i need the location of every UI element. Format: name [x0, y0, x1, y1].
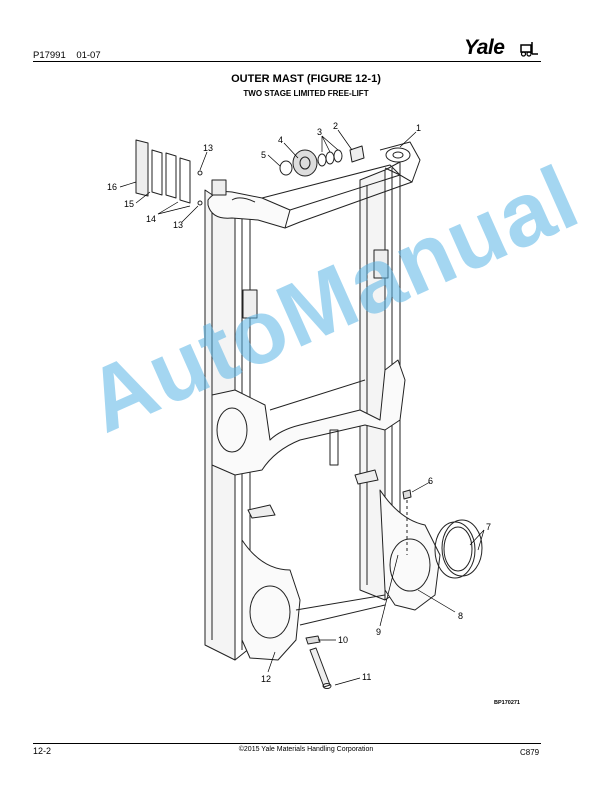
callout-label: 13 — [203, 143, 213, 153]
page-number: 12-2 — [33, 746, 52, 756]
document-number: P17991 01-07 — [33, 50, 101, 61]
manual-code: C879 — [520, 748, 540, 757]
callout-label: 11 — [362, 672, 371, 682]
callout-label: 5 — [261, 150, 266, 160]
footer-rule — [33, 743, 541, 744]
rail-brackets — [211, 179, 389, 519]
callout-leaders — [119, 129, 485, 686]
callout-label: 7 — [486, 522, 491, 532]
middle-crossmember — [211, 359, 406, 476]
header-rule — [33, 61, 541, 62]
wear-ring — [434, 519, 483, 579]
callout-label: 16 — [107, 182, 117, 192]
doc-date-text: 01-07 — [76, 50, 101, 61]
callout-label: 10 — [338, 635, 348, 645]
brand-logo: Yale — [464, 36, 505, 59]
callout-label: 12 — [261, 674, 271, 684]
page-subtitle: TWO STAGE LIMITED FREE-LIFT — [243, 89, 369, 98]
pin-11 — [305, 635, 332, 689]
forklift-icon — [520, 42, 538, 57]
callout-label: 4 — [278, 135, 283, 145]
callout-labels: 1 2 3 4 5 6 7 8 9 10 11 12 13 13 14 15 1… — [107, 121, 491, 684]
callout-label: 8 — [458, 611, 463, 621]
callout-label: 1 — [416, 123, 421, 133]
callout-label: 3 — [317, 127, 322, 137]
callout-label: 13 — [173, 220, 183, 230]
callout-label: 2 — [333, 121, 338, 131]
doc-number-text: P17991 — [33, 50, 66, 61]
bearing-and-rings — [279, 145, 365, 177]
callout-label: 14 — [146, 214, 156, 224]
shim-plates — [135, 139, 203, 206]
bolt-6 — [402, 489, 412, 555]
bottom-lugs — [241, 489, 441, 661]
page-title: OUTER MAST (FIGURE 12-1) — [231, 73, 381, 85]
figure-id: BP170271 — [494, 700, 520, 706]
callout-label: 6 — [428, 476, 433, 486]
copyright-notice: ©2015 Yale Materials Handling Corporatio… — [238, 746, 374, 753]
callout-label: 15 — [124, 199, 134, 209]
callout-label: 9 — [376, 627, 381, 637]
